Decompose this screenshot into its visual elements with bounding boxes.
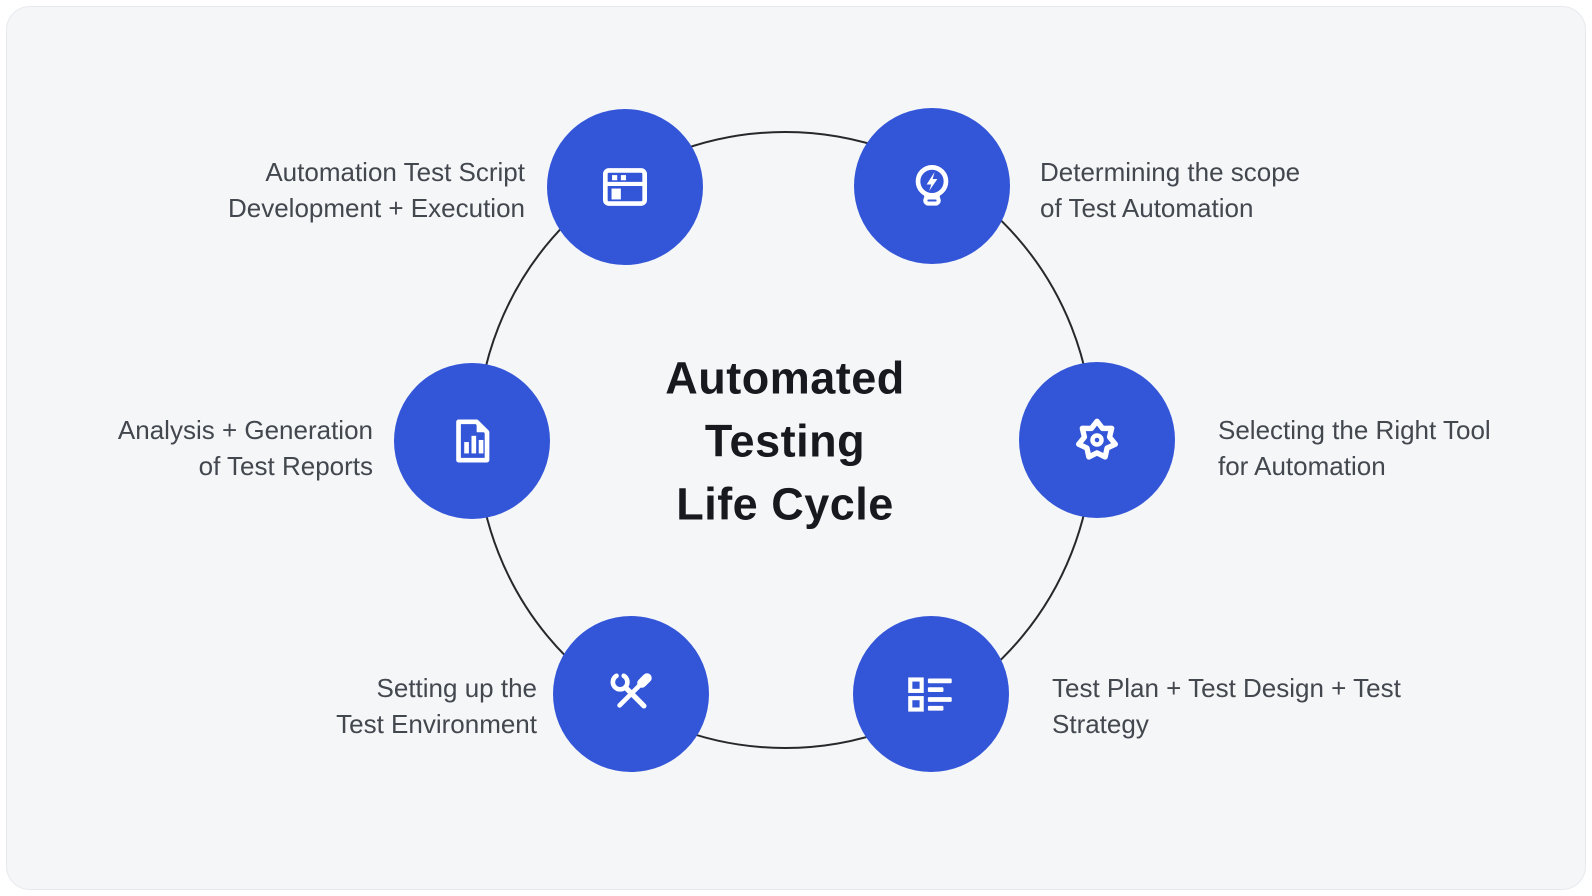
label-line: Strategy: [1052, 709, 1149, 739]
report-document-icon: [443, 412, 501, 470]
node-selecting-tool: [1019, 362, 1175, 518]
tools-icon: [602, 665, 660, 723]
checklist-icon: [902, 665, 960, 723]
label-determining-scope: Determining the scope of Test Automation: [1040, 154, 1300, 226]
title-line-3: Life Cycle: [676, 478, 894, 530]
browser-window-icon: [596, 158, 654, 216]
label-line: Analysis + Generation: [117, 415, 373, 445]
title-line-1: Automated: [665, 352, 905, 404]
label-script-development: Automation Test Script Development + Exe…: [228, 154, 525, 226]
label-test-environment: Setting up the Test Environment: [336, 670, 537, 742]
diagram-title: Automated Testing Life Cycle: [505, 347, 1065, 536]
label-line: Development + Execution: [227, 193, 525, 223]
label-line: Selecting the Right Tool: [1218, 415, 1491, 445]
title-line-2: Testing: [704, 415, 866, 467]
label-line: Automation Test Script: [265, 157, 525, 187]
node-test-plan: [853, 616, 1009, 772]
label-selecting-tool: Selecting the Right Tool for Automation: [1218, 412, 1491, 484]
label-line: Test Environment: [336, 709, 537, 739]
label-line: Test Plan + Test Design + Test: [1052, 673, 1401, 703]
node-test-reports: [394, 363, 550, 519]
label-line: Determining the scope: [1040, 157, 1301, 187]
label-test-reports: Analysis + Generation of Test Reports: [118, 412, 373, 484]
node-script-development: [547, 109, 703, 265]
gear-icon: [1067, 410, 1127, 470]
label-line: Setting up the: [376, 673, 537, 703]
label-line: of Test Automation: [1040, 193, 1254, 223]
background-card: [6, 6, 1586, 890]
label-line: for Automation: [1218, 451, 1386, 481]
label-test-plan: Test Plan + Test Design + Test Strategy: [1052, 670, 1401, 742]
label-line: of Test Reports: [198, 451, 373, 481]
lightbulb-bolt-icon: [903, 157, 961, 215]
node-test-environment: [553, 616, 709, 772]
node-determining-scope: [854, 108, 1010, 264]
